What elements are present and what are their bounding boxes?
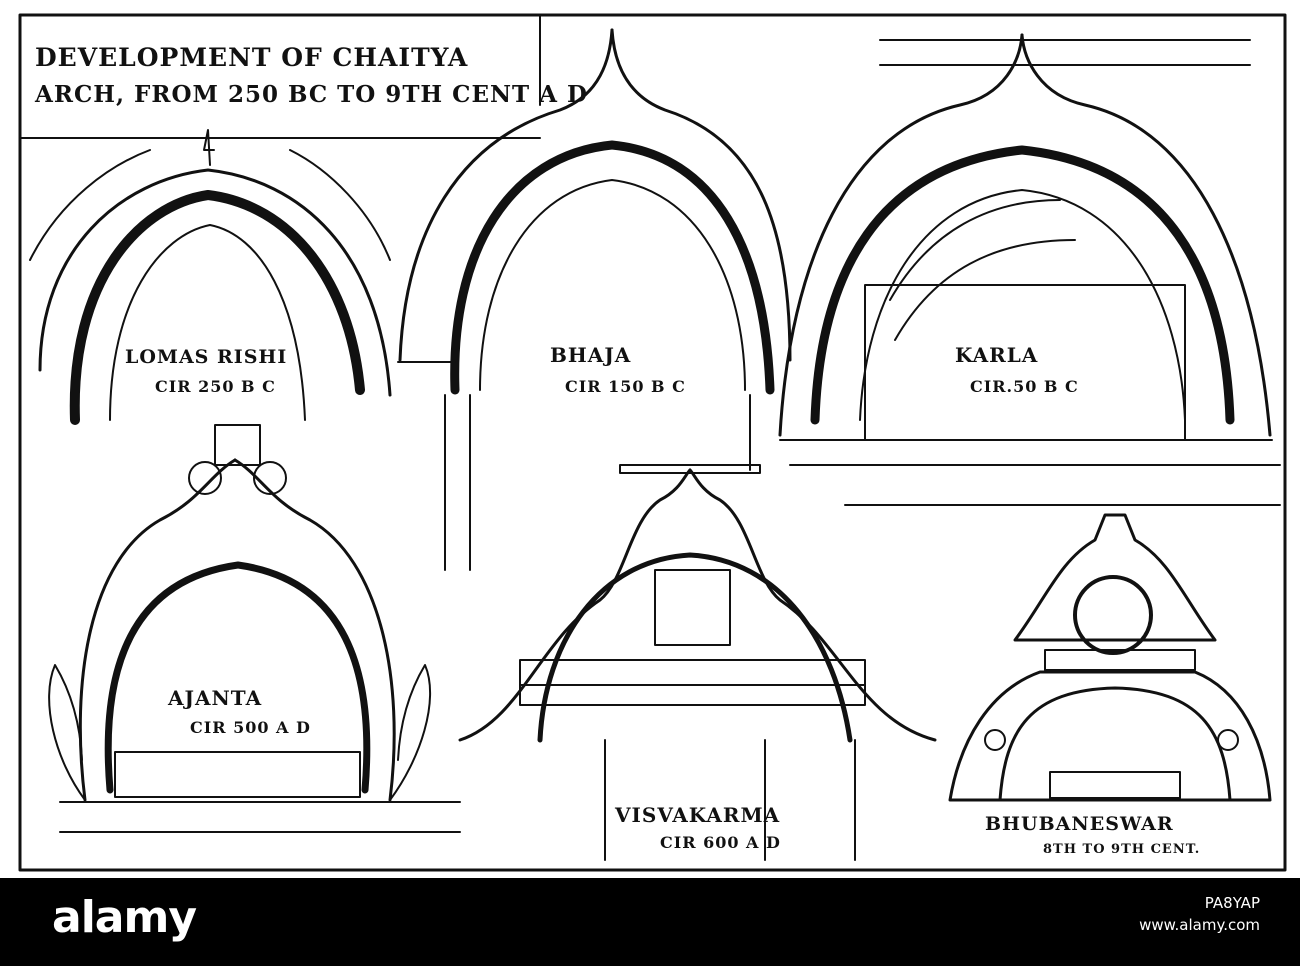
label-karla-name: KARLA: [955, 343, 1038, 367]
arch-lomas-rishi: [29, 129, 392, 425]
label-bhubaneswar-date: 8TH TO 9TH CENT.: [1043, 842, 1200, 857]
title-line-1: DEVELOPMENT OF CHAITYA: [35, 43, 468, 72]
title-line-2: ARCH, FROM 250 BC TO 9TH CENT A D: [34, 81, 588, 108]
arch-bhaja: [397, 28, 792, 571]
label-lomas-rishi-date: CIR 250 B C: [155, 377, 276, 396]
label-ajanta-date: CIR 500 A D: [190, 718, 311, 737]
title-box: DEVELOPMENT OF CHAITYA ARCH, FROM 250 BC…: [19, 14, 588, 139]
arch-karla: [778, 33, 1281, 506]
label-bhaja-date: CIR 150 B C: [565, 377, 686, 396]
alamy-logo: alamy: [52, 892, 197, 943]
label-lomas-rishi-name: LOMAS RISHI: [125, 346, 287, 368]
label-karla-date: CIR.50 B C: [970, 377, 1079, 396]
label-visvakarma-date: CIR 600 A D: [660, 833, 781, 852]
label-ajanta-name: AJANTA: [167, 686, 262, 710]
image-id: PA8YAP: [1204, 894, 1260, 912]
plate-illustration: DEVELOPMENT OF CHAITYA ARCH, FROM 250 BC…: [18, 13, 1287, 872]
arch-bhubaneswar: [948, 513, 1272, 802]
label-bhubaneswar-name: BHUBANESWAR: [985, 813, 1174, 835]
stock-footer: alamy PA8YAP www.alamy.com: [0, 878, 1300, 966]
label-bhaja-name: BHAJA: [550, 343, 631, 367]
arch-ajanta: [48, 424, 461, 833]
site-url: www.alamy.com: [1139, 916, 1260, 934]
label-visvakarma-name: VISVAKARMA: [614, 803, 780, 827]
plate-frame: [18, 13, 1287, 872]
stock-info: PA8YAP www.alamy.com: [1139, 892, 1260, 936]
arch-visvakarma: [458, 464, 937, 861]
